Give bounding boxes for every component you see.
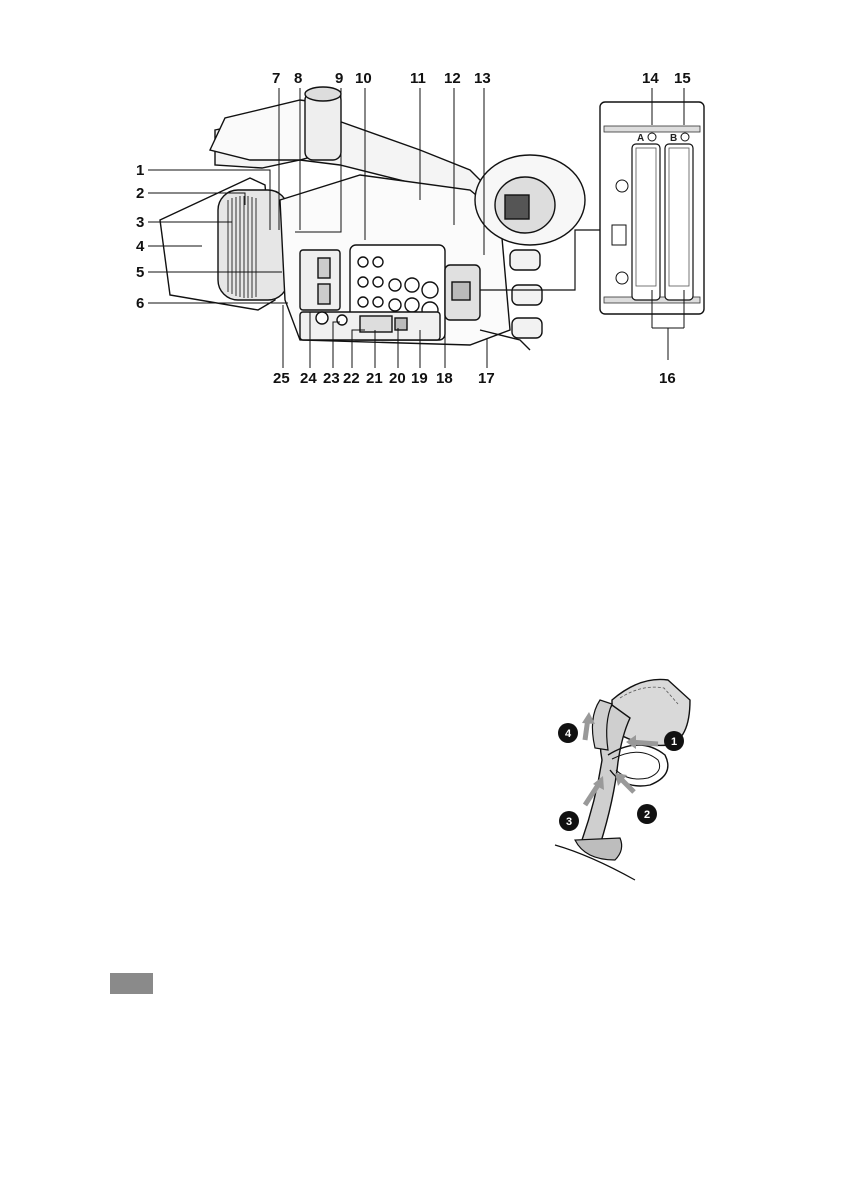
callout-18: 18: [436, 370, 453, 387]
callout-10: 10: [355, 70, 372, 87]
callout-2: 2: [136, 185, 144, 202]
callout-25: 25: [273, 370, 290, 387]
callouts-left: 1 2 3 4 5 6: [136, 162, 145, 312]
callout-12: 12: [444, 70, 461, 87]
step-4-badge: 4: [565, 728, 572, 740]
step-3-badge: 3: [566, 816, 572, 828]
callout-3: 3: [136, 214, 144, 231]
callout-13: 13: [474, 70, 491, 87]
callout-22: 22: [343, 370, 360, 387]
callout-9: 9: [335, 70, 343, 87]
note-header-box: [110, 973, 153, 994]
slot-b-label: B: [670, 133, 677, 144]
callout-19: 19: [411, 370, 428, 387]
slot-a-label: A: [637, 133, 644, 144]
callouts-bottom: 25 24 23 22 21 20 19 18 17 16: [273, 370, 676, 387]
callout-21: 21: [366, 370, 383, 387]
callout-16: 16: [659, 370, 676, 387]
callout-5: 5: [136, 264, 144, 281]
strap-illustration: [555, 679, 690, 880]
callout-14: 14: [642, 70, 659, 87]
step-1-badge: 1: [671, 736, 677, 748]
camcorder-illustration: [160, 87, 585, 350]
callout-7: 7: [272, 70, 280, 87]
callout-24: 24: [300, 370, 317, 387]
callout-6: 6: [136, 295, 144, 312]
callout-1: 1: [136, 162, 144, 179]
step-2-badge: 2: [644, 809, 650, 821]
callout-4: 4: [136, 238, 145, 255]
callout-11: 11: [410, 70, 426, 87]
callout-23: 23: [323, 370, 340, 387]
callout-8: 8: [294, 70, 302, 87]
callout-15: 15: [674, 70, 691, 87]
callouts-top: 7 8 9 10 11 12 13 14 15: [272, 70, 691, 87]
callout-20: 20: [389, 370, 406, 387]
callout-17: 17: [478, 370, 495, 387]
